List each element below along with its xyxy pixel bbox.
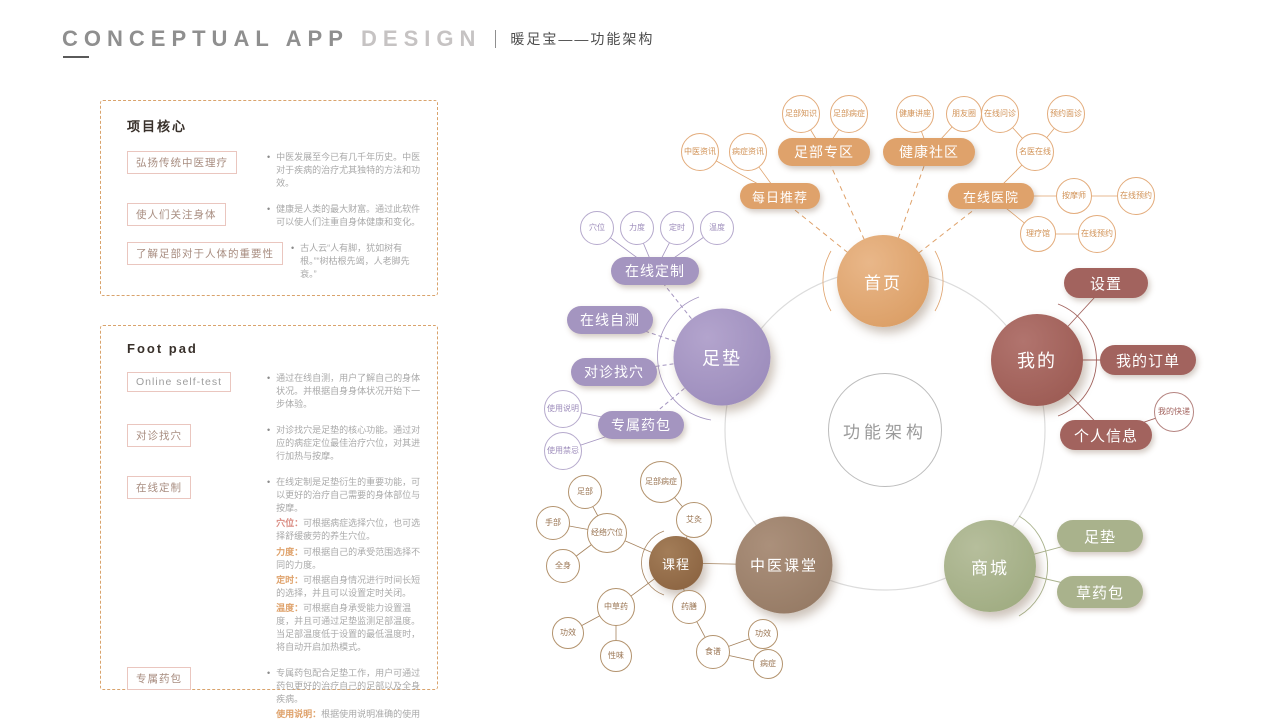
- pill-foot-zone: 足部专区: [778, 138, 870, 166]
- bubble-recipe: 食谱: [696, 635, 730, 669]
- node-course: 课程: [649, 536, 703, 590]
- footpad-item-row: Online self-test • 通过在线自测，用户了解自己的身体状况。并根据…: [127, 372, 423, 411]
- title-divider: [495, 30, 497, 48]
- core-item-row: 使人们关注身体 • 健康是人类的最大财富。通过此软件可以使人们注重自身体健康和变化…: [127, 203, 423, 229]
- pill-mall-footpad: 足垫: [1057, 520, 1143, 552]
- pill-online-hospital: 在线医院: [948, 183, 1034, 209]
- bullet-dot: •: [267, 373, 271, 383]
- pill-herb-pack: 专属药包: [598, 411, 684, 439]
- bubble-foot-disease: 足部病症: [830, 95, 868, 133]
- bubble-moxibustion: 艾灸: [676, 502, 712, 538]
- bubble-effect-1: 功效: [552, 617, 584, 649]
- node-footpad: 足垫: [673, 308, 771, 406]
- sub-note: 穴位：可根据病症选择穴位，也可选择舒缓疲劳的养生穴位。: [276, 518, 421, 542]
- pill-my-orders: 我的订单: [1100, 345, 1196, 375]
- pill-mall-herb-pack: 草药包: [1057, 576, 1143, 608]
- bubble-herbs: 中草药: [597, 588, 635, 626]
- bubble-temperature: 温度: [700, 211, 734, 245]
- bubble-foot: 足部: [568, 475, 602, 509]
- core-item-row: 了解足部对于人体的重要性 • 古人云“人有脚，犹如树有根。”“树枯根先竭，人老脚先…: [127, 242, 423, 281]
- bullet-dot: •: [267, 152, 271, 162]
- bubble-famous-doctor: 名医在线: [1016, 133, 1054, 171]
- footpad-item-desc: 专属药包配合足垫工作，用户可通过药包更好的治疗自己的足部以及全身疾病。: [276, 667, 421, 704]
- bubble-usage-taboo: 使用禁忌: [544, 432, 582, 470]
- sub-note: 力度：可根据自己的承受范围选择不同的力度。: [276, 546, 421, 570]
- bubble-disease-2: 病症: [753, 649, 783, 679]
- footpad-item-desc: 通过在线自测，用户了解自己的身体状况。并根据自身身体状况开始下一步体验。: [276, 373, 421, 410]
- footpad-item-label: 在线定制: [127, 476, 191, 500]
- node-tcm-class: 中医课堂: [735, 516, 833, 614]
- footpad-item-label: 专属药包: [127, 666, 191, 690]
- bubble-timer: 定时: [660, 211, 694, 245]
- node-mall: 商城: [944, 520, 1036, 612]
- sub-note: 使用说明：根据使用说明准确的使用药包。: [276, 709, 421, 720]
- bubble-meridian-points: 经络穴位: [587, 513, 627, 553]
- bubble-online-booking-1: 在线预约: [1117, 177, 1155, 215]
- sub-note: 温度：可根据自身承受能力设置温度，并且可通过足垫监测足部温度。当足部温度低于设置…: [276, 602, 421, 652]
- center-node: 功能架构: [828, 373, 942, 487]
- title-underline: [63, 56, 89, 58]
- core-item-label: 弘扬传统中医理疗: [127, 151, 237, 174]
- bubble-masseur: 按摩师: [1056, 178, 1092, 214]
- bullet-dot: •: [291, 243, 295, 254]
- footpad-item-row: 对诊找穴 • 对诊找穴是足垫的核心功能。通过对应的病症定位最佳治疗穴位，对其进行加…: [127, 424, 423, 463]
- bubble-hand: 手部: [536, 506, 570, 540]
- footpad-item-desc: 在线定制是足垫衍生的重要功能，可以更好的治疗自己需要的身体部位与按摩。: [276, 477, 421, 514]
- bubble-effect-2: 功效: [748, 619, 778, 649]
- bubble-tcm-news: 中医资讯: [681, 133, 719, 171]
- footpad-item-desc: 对诊找穴是足垫的核心功能。通过对应的病症定位最佳治疗穴位，对其进行加热与按摩。: [276, 425, 421, 462]
- bubble-friends-circle: 朋友圈: [946, 96, 982, 132]
- bullet-dot: •: [267, 425, 271, 436]
- core-item-desc: 健康是人类的最大财富。通过此软件可以使人们注重自身体健康和变化。: [276, 204, 421, 228]
- core-item-desc: 古人云“人有脚，犹如树有根。”“树枯根先竭，人老脚先衰。”: [300, 243, 410, 280]
- bubble-usage-guide: 使用说明: [544, 390, 582, 428]
- footpad-item-label: Online self-test: [127, 372, 232, 392]
- pill-find-acupoint: 对诊找穴: [571, 358, 657, 386]
- bubble-foot-knowledge: 足部知识: [782, 95, 820, 133]
- pill-daily-recommend: 每日推荐: [740, 183, 820, 209]
- bubble-online-booking-2: 在线预约: [1078, 215, 1116, 253]
- bullet-dot: •: [267, 477, 271, 488]
- panel-foot-pad: Foot pad Online self-test • 通过在线自测，用户了解自己…: [100, 325, 438, 719]
- page-subtitle: 暖足宝——功能架构: [510, 31, 655, 47]
- pill-personal-info: 个人信息: [1060, 420, 1152, 450]
- bullet-dot: •: [267, 667, 271, 678]
- footpad-item-label: 对诊找穴: [127, 424, 191, 448]
- header: CONCEPTUAL APP DESIGN 暖足宝——功能架构: [62, 26, 654, 52]
- bubble-appointment: 预约面诊: [1047, 95, 1085, 133]
- bubble-whole-body: 全身: [546, 549, 580, 583]
- title-main: CONCEPTUAL APP: [62, 26, 349, 51]
- core-item-row: 弘扬传统中医理疗 • 中医发展至今已有几千年历史。中医对于疾病的治疗尤其独特的方法…: [127, 151, 423, 190]
- bubble-disease-news: 病症资讯: [729, 133, 767, 171]
- pill-online-selftest: 在线自测: [567, 306, 653, 334]
- panel-core-title: 项目核心: [127, 119, 188, 134]
- bubble-my-delivery: 我的快递: [1154, 392, 1194, 432]
- core-item-label: 了解足部对于人体的重要性: [127, 242, 283, 266]
- bubble-online-consult: 在线问诊: [981, 95, 1019, 133]
- title-light: DESIGN: [361, 26, 482, 51]
- pill-settings: 设置: [1064, 268, 1148, 298]
- bubble-diet: 药膳: [672, 590, 706, 624]
- bubble-health-lecture: 健康讲座: [896, 95, 934, 133]
- pill-online-custom: 在线定制: [611, 257, 699, 285]
- bubble-taste: 性味: [600, 640, 632, 672]
- page-title: CONCEPTUAL APP DESIGN: [62, 26, 481, 52]
- panel-footpad-title: Foot pad: [127, 341, 198, 356]
- bullet-dot: •: [267, 204, 271, 215]
- footpad-item-row: 专属药包 • 专属药包配合足垫工作，用户可通过药包更好的治疗自己的足部以及全身疾…: [127, 666, 423, 721]
- node-home: 首页: [837, 235, 929, 327]
- core-item-desc: 中医发展至今已有几千年历史。中医对于疾病的治疗尤其独特的方法和功效。: [276, 152, 421, 189]
- sub-note: 定时：可根据自身情况进行时间长短的选择，并且可以设置定时关闭。: [276, 574, 421, 598]
- pill-health-community: 健康社区: [883, 138, 975, 166]
- bubble-foot-disease-2: 足部病症: [640, 461, 682, 503]
- bubble-strength: 力度: [620, 211, 654, 245]
- bubble-acupoint: 穴位: [580, 211, 614, 245]
- panel-project-core: 项目核心 弘扬传统中医理疗 • 中医发展至今已有几千年历史。中医对于疾病的治疗尤其…: [100, 100, 438, 296]
- footpad-item-row: 在线定制 • 在线定制是足垫衍生的重要功能，可以更好的治疗自己需要的身体部位与按…: [127, 476, 423, 654]
- core-item-label: 使人们关注身体: [127, 203, 226, 227]
- node-mine: 我的: [991, 314, 1083, 406]
- bubble-therapy-hall: 理疗馆: [1020, 216, 1056, 252]
